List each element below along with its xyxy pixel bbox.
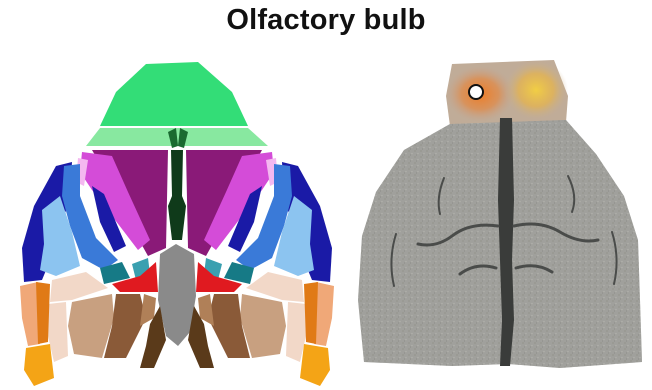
cortex-photo — [358, 60, 642, 368]
activation-hotspot-right — [504, 60, 568, 120]
orange-right-dark — [304, 282, 318, 344]
gold-right — [300, 344, 330, 386]
gold-left — [24, 344, 54, 386]
olfactory-bulb-region — [100, 62, 248, 126]
midline-strip — [168, 150, 186, 240]
orange-left-dark — [36, 282, 50, 344]
electrode-marker — [469, 85, 483, 99]
atlas-parcellation — [20, 62, 334, 386]
